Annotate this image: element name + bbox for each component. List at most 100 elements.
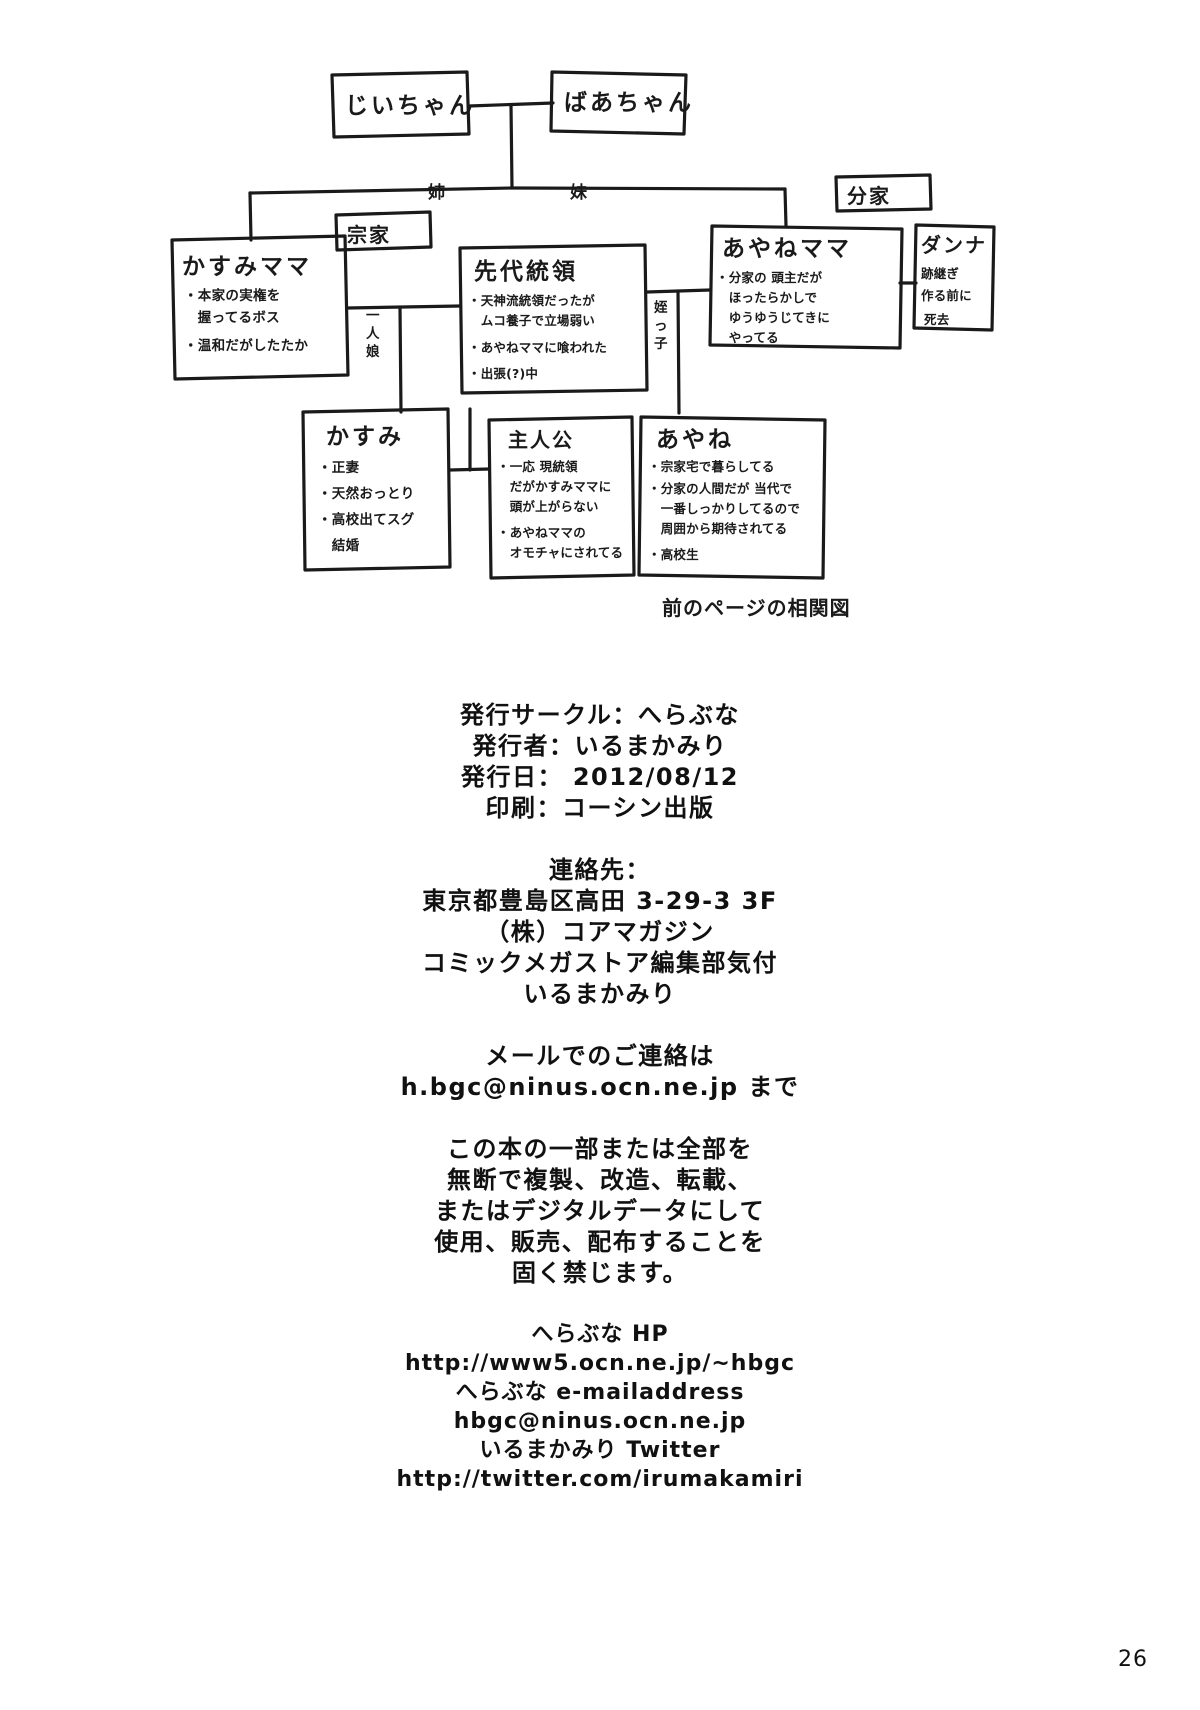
contact-address-2: （株）コアマガジン [485,918,715,946]
diagram-caption: 前のページの相関図 [662,596,851,620]
edge-label-ane: 姉 [428,182,446,203]
branch-ayane-mama [783,187,788,228]
relationship-diagram-svg: じいちゃん ばあちゃん 姉 妹 宗家 分家 一 人 娘 姪 っ 子 かすみママ … [170,70,996,620]
shujinkou-box [487,415,636,580]
colophon-block-contact: 連絡先： 東京都豊島区高田 3-29-3 3F （株）コアマガジン コミックメガ… [0,855,1200,1010]
ayane-line-0: ・宗家宅で暮らしてる [648,459,775,474]
kasumi-drop [398,305,403,414]
shujinkou-line-3: ・あやねママの [497,525,586,540]
ayane-mama-line-0: ・分家の 頭主だが [716,270,822,285]
spacer-4 [0,1289,1200,1320]
sendai-toryo-box [458,243,649,395]
colophon-circle: 発行サークル：へらぶな [460,701,740,729]
shujinkou-line-2: 頭が上がらない [497,499,599,514]
shujinkou-line-0: ・一応 現統領 [497,459,578,474]
shujinkou-line-4: オモチャにされてる [497,545,623,560]
email-label: へらぶな e-mailaddress [455,1380,745,1405]
kasumi-sendai-link [346,304,462,310]
grandpa-box-outline [330,70,471,139]
sendai-toryo-line-1: ムコ養子で立場弱い [468,313,595,328]
colophon-block-notice: この本の一部または全部を 無断で複製、改造、転載、 またはデジタルデータにして … [0,1134,1200,1289]
edge-label-hitori-musume-1: 一 [366,308,380,324]
label-souke: 宗家 [347,223,391,247]
label-bunke: 分家 [847,184,891,208]
sendai-toryo-line-3: ・出張(?)中 [468,366,538,381]
shujinkou-title: 主人公 [508,428,574,452]
spacer-1 [0,824,1200,855]
contact-address-3: コミックメガストア編集部気付 [421,949,779,977]
kasumi-line-0: ・正妻 [318,459,360,476]
hp-url[interactable]: http://www5.ocn.ne.jp/~hbgc [404,1351,796,1376]
notice-line-0: この本の一部または全部を [447,1135,753,1163]
email-address: h.bgc@ninus.ocn.ne.jp まで [400,1073,800,1101]
kasumi-box [301,407,452,572]
ayane-mama-title: あやねママ [722,236,852,262]
edge-label-hitori-musume-2: 人 [366,326,380,342]
edge-label-hitori-musume-3: 娘 [366,343,380,360]
relationship-diagram: じいちゃん ばあちゃん 姉 妹 宗家 分家 一 人 娘 姪 っ 子 かすみママ … [0,0,1200,680]
notice-line-2: またはデジタルデータにして [434,1197,766,1225]
ayane-drop [676,289,681,415]
email-url[interactable]: hbgc@ninus.ocn.ne.jp [453,1409,747,1434]
notice-line-3: 使用、販売、配布することを [434,1228,766,1256]
colophon-date: 発行日： 2012/08/12 [461,763,739,791]
ayane-mama-line-3: やってる [716,330,779,345]
kasumi-mama-line-0: ・本家の実権を [184,287,281,304]
kasumi-line-1: ・天然おっとり [318,485,415,502]
twitter-url[interactable]: http://twitter.com/irumakamiri [396,1467,804,1492]
edge-label-meikko-1: 姪 [654,299,668,316]
colophon-block-publication: 発行サークル：へらぶな 発行者：いるまかみり 発行日： 2012/08/12 印… [0,700,1200,824]
contact-heading: 連絡先： [549,856,651,884]
contact-address-4: いるまかみり [523,980,677,1008]
grandpa-title: じいちゃん [345,93,475,119]
ayane-mama-line-2: ゆうゆうじてきに [716,310,830,325]
kasumi-mama-line-1: 握ってるボス [184,310,280,326]
ayane-mama-line-1: ほったらかしで [716,290,817,305]
colophon: 発行サークル：へらぶな 発行者：いるまかみり 発行日： 2012/08/12 印… [0,700,1200,1494]
ayane-box [637,415,827,580]
spacer-3 [0,1103,1200,1134]
ayane-line-1: ・分家の人間だが 当代で [648,481,792,496]
danna-line-0: 跡継ぎ [921,266,959,281]
kasumi-title: かすみ [326,424,404,450]
colophon-author: 発行者：いるまかみり [472,732,728,760]
shujinkou-line-1: だがかすみママに [497,479,611,494]
notice-line-4: 固く禁じます。 [511,1259,689,1287]
hp-heading: へらぶな HP [531,1322,669,1347]
ayane-mama-box [708,224,904,350]
branch-kasumi-mama [248,191,253,242]
grandma-title: ばあちゃん [564,90,694,116]
colophon-block-links: へらぶな HP http://www5.ocn.ne.jp/~hbgc へらぶな… [0,1320,1200,1494]
kasumi-mama-box [170,234,350,381]
email-heading: メールでのご連絡は [485,1042,715,1070]
ayane-line-2: 一番しっかりしてるので [648,501,800,516]
grandparents-drop [509,103,514,190]
colophon-printer: 印刷：コーシン出版 [485,794,715,822]
colophon-block-email: メールでのご連絡は h.bgc@ninus.ocn.ne.jp まで [0,1041,1200,1103]
sendai-toryo-line-2: ・あやねママに喰われた [468,340,607,355]
sendai-toryo-title: 先代統領 [474,258,578,285]
danna-box [912,223,996,332]
kasumi-line-3: 結婚 [318,537,360,554]
grandma-box-outline [549,70,688,136]
ayane-line-3: 周囲から期待されてる [648,521,787,536]
kasumi-line-2: ・高校出てスグ [318,511,415,528]
kasumi-mama-title: かすみママ [182,254,312,280]
twitter-label: いるまかみり Twitter [479,1438,721,1463]
sibling-bus [248,186,787,195]
bunke-label-box [834,173,933,213]
souke-label-box [334,210,433,252]
kasumi-mama-line-2: ・温和だがしたたか [184,337,308,354]
contact-address-1: 東京都豊島区高田 3-29-3 3F [422,887,778,915]
edge-label-imouto: 妹 [569,182,588,203]
edge-label-meikko-3: 子 [654,336,668,352]
ayane-title: あやね [656,427,734,453]
danna-line-1: 作る前に [921,288,972,303]
edge-label-meikko-2: っ [654,318,668,334]
ayane-line-4: ・高校生 [648,547,699,562]
sendai-toryo-line-0: ・天神流統領だったが [468,293,595,308]
page-number: 26 [1118,1647,1148,1672]
spacer-2 [0,1010,1200,1041]
danna-line-2: 死去 [923,312,950,327]
notice-line-1: 無断で複製、改造、転載、 [447,1166,753,1194]
